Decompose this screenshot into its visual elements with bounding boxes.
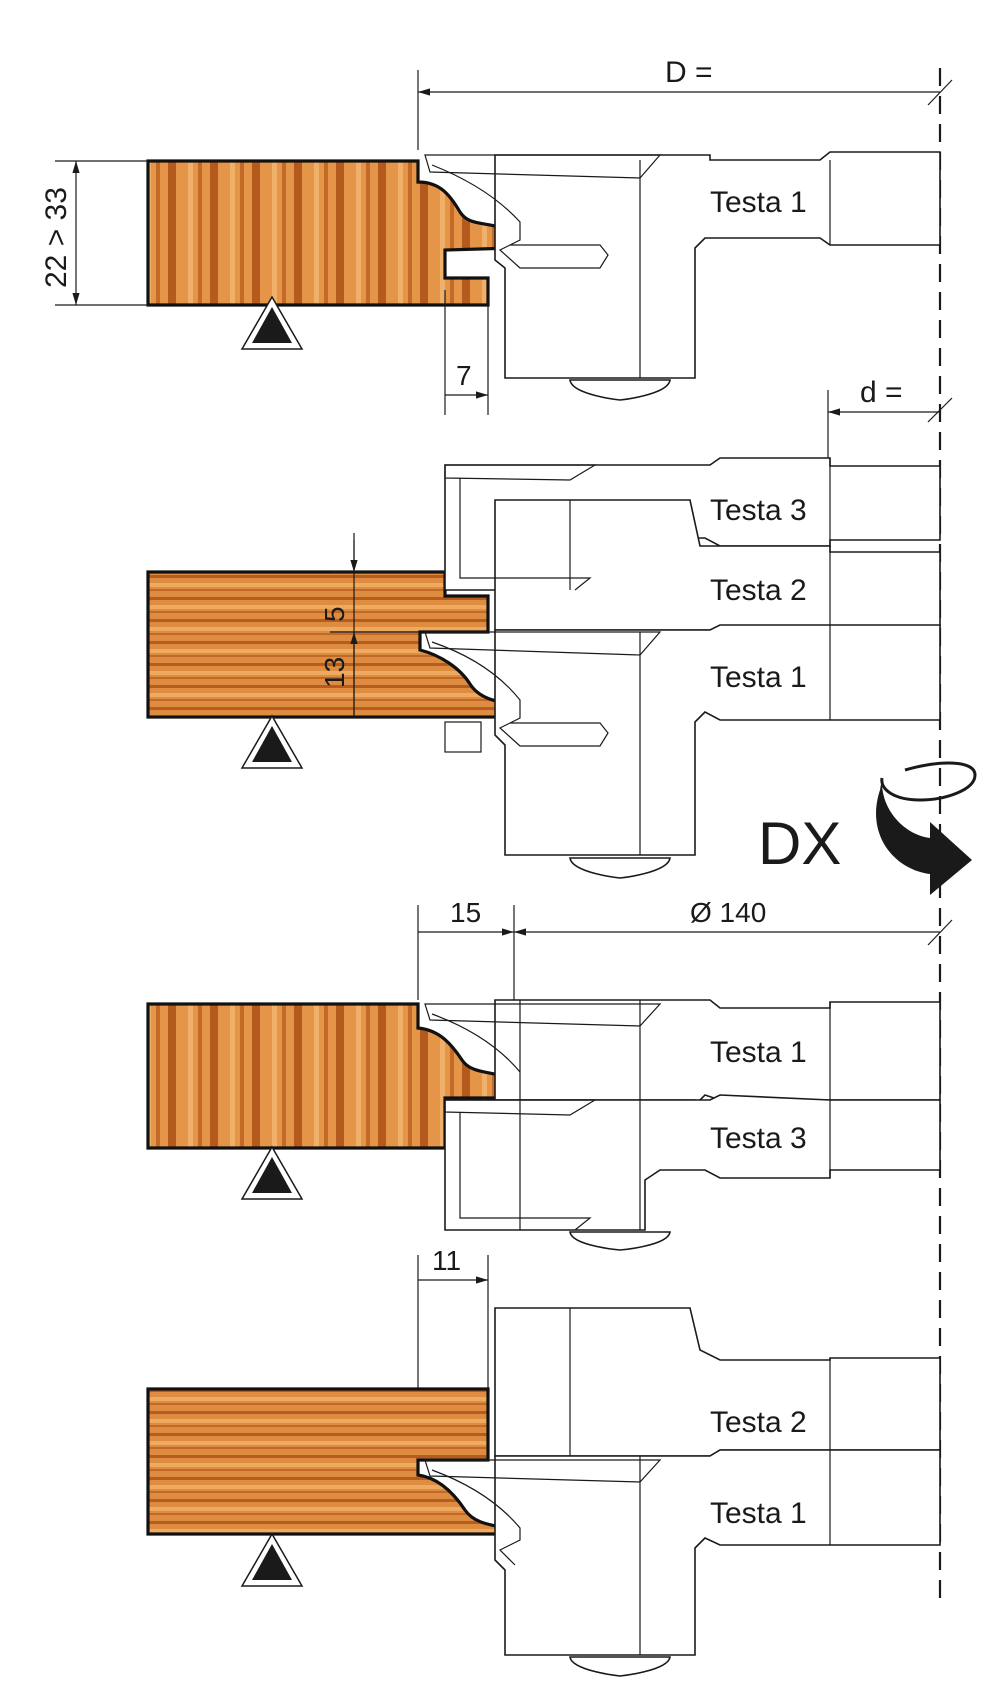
- label-thickness-range: 22 > 33: [40, 187, 73, 288]
- label-13: 13: [319, 657, 350, 688]
- support-triangle-icon: [241, 715, 303, 769]
- setup-3: 15 Ø 140 Testa 1 Testa 3: [146, 897, 953, 1251]
- rotation-arrow-icon: [876, 761, 977, 895]
- setup-4: 11 Testa 2 Testa 1: [146, 1245, 941, 1677]
- head-label: Testa 1: [710, 661, 807, 694]
- label-diameter: Ø 140: [690, 897, 766, 928]
- support-triangle-icon: [241, 1146, 303, 1200]
- label-11: 11: [432, 1245, 461, 1276]
- cutter-head-1b: [494, 624, 941, 856]
- workpiece-4: [146, 1387, 517, 1536]
- label-7: 7: [456, 360, 472, 391]
- label-d: d =: [860, 376, 903, 409]
- cutter-head-1d: [494, 1449, 941, 1656]
- cutter-head-3b: [444, 1094, 941, 1231]
- head-label: Testa 1: [710, 1036, 807, 1069]
- setup-2: d = 5 13 Testa 3 Testa 2 Testa 1: [146, 376, 953, 879]
- head-label: Testa 1: [710, 1497, 807, 1530]
- head-label: Testa 3: [710, 494, 807, 527]
- head-label: Testa 1: [710, 186, 807, 219]
- label-5: 5: [319, 606, 350, 622]
- head-label: Testa 2: [710, 1406, 807, 1439]
- label-D: D =: [665, 56, 713, 89]
- setup-1: D = 22 > 33 7 Testa 1: [40, 56, 953, 415]
- workpiece-2: [146, 570, 517, 719]
- label-15: 15: [450, 897, 481, 928]
- workpiece-1: [146, 159, 514, 307]
- cutter-body-1: [494, 151, 941, 379]
- label-rotation: DX: [758, 810, 841, 877]
- support-triangle-icon: [241, 1533, 303, 1587]
- head-label: Testa 2: [710, 574, 807, 607]
- head-label: Testa 3: [710, 1122, 807, 1155]
- rotation-indicator: DX: [758, 761, 977, 895]
